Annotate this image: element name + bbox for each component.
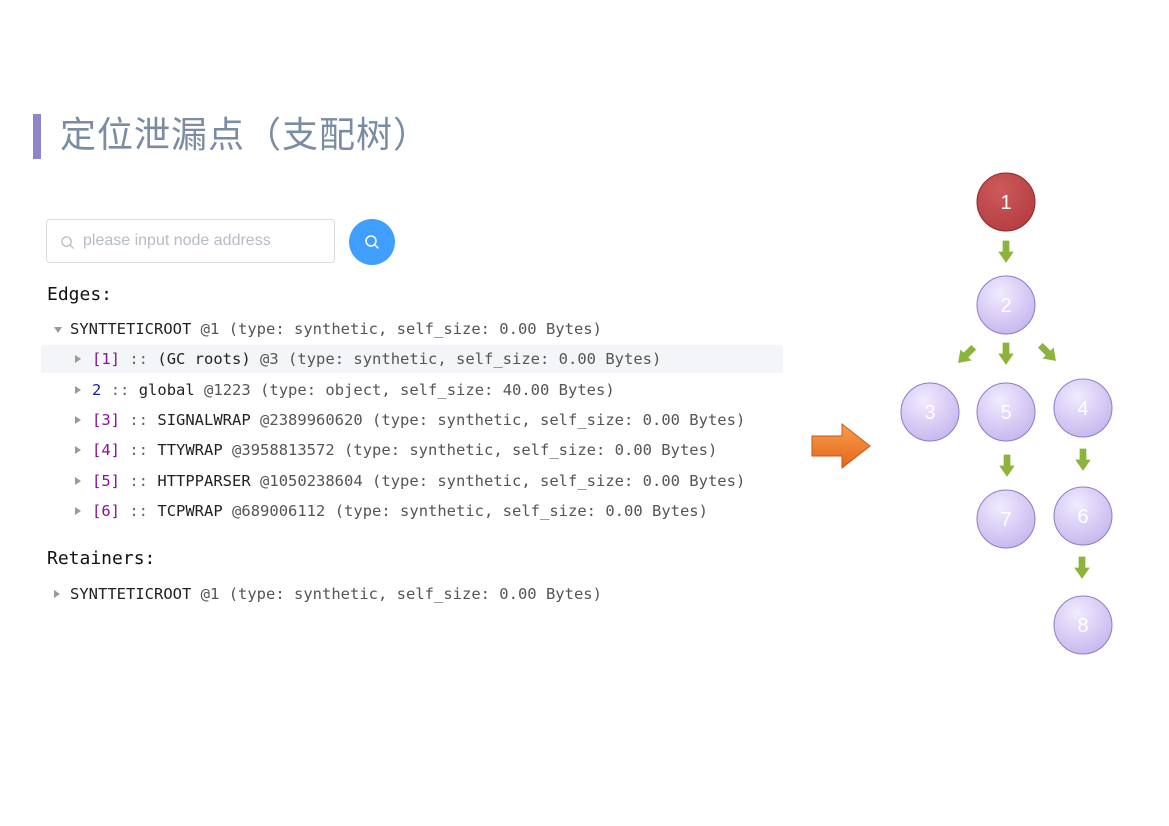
node-name: SIGNALWRAP xyxy=(157,411,251,429)
node-info: (type: synthetic, self_size: 0.00 Bytes) xyxy=(228,585,602,603)
arrow-down-icon xyxy=(996,239,1016,265)
tree-node: 4 xyxy=(1053,378,1113,438)
node-name: TCPWRAP xyxy=(157,502,223,520)
arrow-down-icon xyxy=(1073,447,1093,473)
svg-text:7: 7 xyxy=(1000,509,1011,531)
node-info: (type: synthetic, self_size: 0.00 Bytes) xyxy=(372,472,746,490)
triangle-down-icon[interactable] xyxy=(54,327,62,333)
svg-text:8: 8 xyxy=(1077,615,1088,637)
tree-node: 7 xyxy=(976,489,1036,549)
svg-text:4: 4 xyxy=(1077,398,1088,420)
svg-text:3: 3 xyxy=(924,402,935,424)
edge-separator: :: xyxy=(129,350,149,368)
svg-text:5: 5 xyxy=(1000,402,1011,424)
tree-node: 3 xyxy=(900,382,960,442)
edge-separator: :: xyxy=(129,441,149,459)
node-info: (type: synthetic, self_size: 0.00 Bytes) xyxy=(372,411,746,429)
edge-row[interactable]: [5] :: HTTPPARSER @1050238604 (type: syn… xyxy=(41,467,783,495)
tree-node: 5 xyxy=(976,382,1036,442)
svg-text:6: 6 xyxy=(1077,506,1088,528)
triangle-right-icon[interactable] xyxy=(75,477,81,485)
edge-key: [6] xyxy=(92,502,120,520)
triangle-right-icon[interactable] xyxy=(75,507,81,515)
edges-heading: Edges: xyxy=(47,284,113,305)
edge-row[interactable]: [1] :: (GC roots) @3 (type: synthetic, s… xyxy=(41,345,783,373)
node-info: (type: synthetic, self_size: 0.00 Bytes) xyxy=(288,350,662,368)
arrow-down-icon xyxy=(997,453,1017,479)
tree-node: 6 xyxy=(1053,486,1113,546)
node-info: (type: synthetic, self_size: 0.00 Bytes) xyxy=(228,320,602,338)
triangle-right-icon[interactable] xyxy=(54,590,60,598)
node-address: @689006112 xyxy=(232,502,326,520)
tree-node: 2 xyxy=(976,275,1036,335)
search-box xyxy=(46,219,335,263)
arrow-down-icon xyxy=(996,341,1016,367)
node-address: @3958813572 xyxy=(232,441,335,459)
node-address: @2389960620 xyxy=(260,411,363,429)
edge-key: [1] xyxy=(92,350,120,368)
arrow-right-icon xyxy=(811,422,871,470)
edge-key: [3] xyxy=(92,411,120,429)
search-button[interactable] xyxy=(349,219,395,265)
node-name: SYNTTETICROOT xyxy=(70,585,192,603)
arrow-down-icon xyxy=(1072,555,1092,581)
node-address: @1 xyxy=(200,585,220,603)
triangle-right-icon[interactable] xyxy=(75,446,81,454)
triangle-right-icon[interactable] xyxy=(75,416,81,424)
page-title: 定位泄漏点（支配树） xyxy=(60,115,431,156)
edge-separator: :: xyxy=(110,381,130,399)
svg-text:1: 1 xyxy=(1000,192,1011,214)
edge-row[interactable]: 2 :: global @1223 (type: object, self_si… xyxy=(41,376,783,404)
triangle-right-icon[interactable] xyxy=(75,386,81,394)
node-info: (type: synthetic, self_size: 0.00 Bytes) xyxy=(344,441,718,459)
edge-row[interactable]: [3] :: SIGNALWRAP @2389960620 (type: syn… xyxy=(41,406,783,434)
node-address: @1 xyxy=(200,320,220,338)
tree-node: 8 xyxy=(1053,595,1113,655)
tree-node: 1 xyxy=(976,172,1036,232)
retainers-root-row[interactable]: SYNTTETICROOT @1 (type: synthetic, self_… xyxy=(41,580,783,608)
node-address: @1050238604 xyxy=(260,472,363,490)
node-address: @1223 xyxy=(204,381,251,399)
triangle-right-icon[interactable] xyxy=(75,355,81,363)
edge-separator: :: xyxy=(129,411,149,429)
edge-row[interactable]: [4] :: TTYWRAP @3958813572 (type: synthe… xyxy=(41,436,783,464)
arrow-down-right-icon xyxy=(1032,337,1064,369)
node-address-input[interactable] xyxy=(83,220,328,262)
node-name: SYNTTETICROOT xyxy=(70,320,192,338)
arrow-down-left-icon xyxy=(950,339,982,371)
edges-root-row[interactable]: SYNTTETICROOT @1 (type: synthetic, self_… xyxy=(41,315,783,343)
retainers-heading: Retainers: xyxy=(47,548,156,569)
node-name: TTYWRAP xyxy=(157,441,223,459)
edge-separator: :: xyxy=(129,502,149,520)
node-info: (type: object, self_size: 40.00 Bytes) xyxy=(260,381,615,399)
node-name: global xyxy=(138,381,195,399)
edge-key: [4] xyxy=(92,441,120,459)
search-icon xyxy=(365,235,379,249)
title-accent-bar xyxy=(33,114,41,159)
search-icon xyxy=(61,236,74,249)
node-address: @3 xyxy=(260,350,279,368)
node-name: HTTPPARSER xyxy=(157,472,251,490)
node-info: (type: synthetic, self_size: 0.00 Bytes) xyxy=(334,502,708,520)
svg-text:2: 2 xyxy=(1000,295,1011,317)
edge-key: 2 xyxy=(92,381,102,399)
edge-separator: :: xyxy=(129,472,149,490)
edge-key: [5] xyxy=(92,472,120,490)
edge-row[interactable]: [6] :: TCPWRAP @689006112 (type: synthet… xyxy=(41,497,783,525)
node-name: (GC roots) xyxy=(157,350,251,368)
